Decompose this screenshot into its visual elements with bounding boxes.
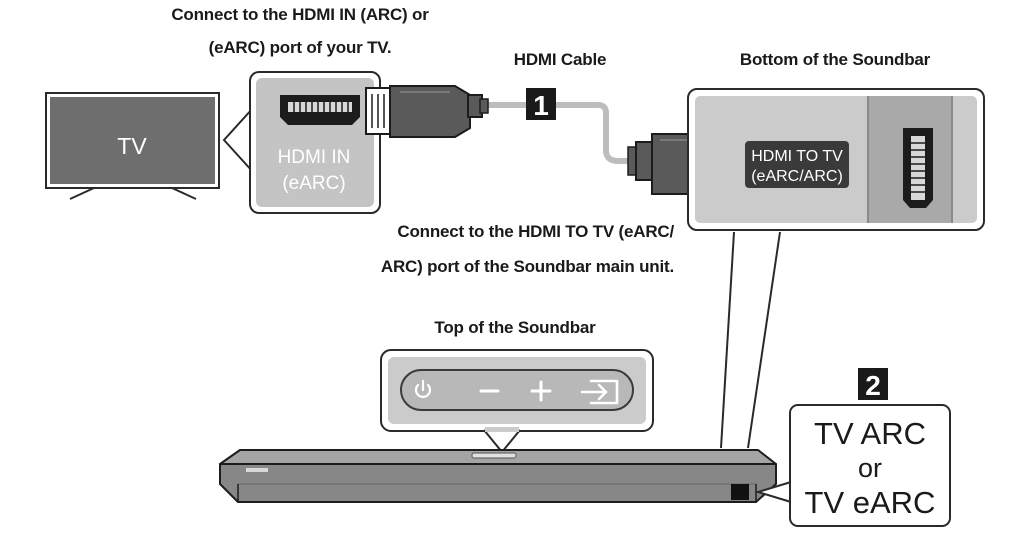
step-1-badge: 1: [526, 88, 556, 121]
caption-tv-port-line1: Connect to the HDMI IN (ARC) or: [171, 5, 429, 24]
mode-line-2: or: [858, 453, 882, 483]
caption-soundbar-port-line2: ARC) port of the Soundbar main unit.: [380, 257, 674, 276]
caption-soundbar-port-line1: Connect to the HDMI TO TV (eARC/: [397, 222, 674, 241]
tv-port-label-line1: HDMI IN: [278, 147, 351, 168]
caption-soundbar-top: Top of the Soundbar: [434, 318, 596, 337]
tv-screen: [50, 97, 215, 184]
soundbar-port-label-box: [745, 141, 849, 188]
cable-wire: [483, 102, 643, 164]
tv-port-panel: HDMI IN (eARC): [249, 71, 381, 214]
source-icon: [580, 379, 619, 405]
left-hdmi-plug: [365, 85, 489, 138]
soundbar-port-marker: [731, 484, 749, 500]
button-strip: [400, 369, 634, 411]
tv-port-label-line2: (eARC): [282, 173, 345, 194]
caption-hdmi-cable: HDMI Cable: [513, 50, 607, 69]
mode-box: TV ARC or TV eARC: [789, 404, 951, 527]
mode-line-1: TV ARC: [814, 416, 926, 451]
plus-icon: [530, 380, 552, 402]
soundbar-logo: [246, 468, 268, 472]
bottom-callout-line-left: [720, 231, 735, 449]
mode-callout-pointer: [754, 481, 792, 503]
soundbar-port-label-line1: HDMI TO TV: [751, 148, 843, 165]
soundbar-port-label-line2: (eARC/ARC): [751, 168, 843, 185]
top-callout-pointer: [483, 429, 521, 454]
caption-tv-port-line2: (eARC) port of your TV.: [208, 38, 392, 57]
mode-line-3: TV eARC: [805, 485, 936, 520]
soundbar-bottom-panel: HDMI TO TV (eARC/ARC): [687, 88, 985, 231]
soundbar-top-panel: [380, 349, 654, 432]
soundbar-body: [219, 449, 777, 503]
tv-hdmi-port-pins: [288, 102, 352, 112]
bottom-callout-line-right: [747, 231, 781, 449]
power-icon: [414, 379, 432, 398]
step-1-number: 1: [533, 90, 549, 121]
tv-label: TV: [117, 133, 147, 159]
step-2-badge: 2: [858, 368, 888, 401]
tv-hdmi-pin-ticks: [293, 102, 349, 112]
tv-stand: [69, 187, 197, 200]
tv-callout-pointer: [222, 107, 254, 173]
caption-soundbar-bottom: Bottom of the Soundbar: [739, 50, 931, 69]
step-2-number: 2: [865, 370, 881, 401]
soundbar-top-buttons: [471, 452, 517, 459]
soundbar-front-face: [219, 463, 777, 503]
tv-illustration: TV: [45, 92, 220, 200]
